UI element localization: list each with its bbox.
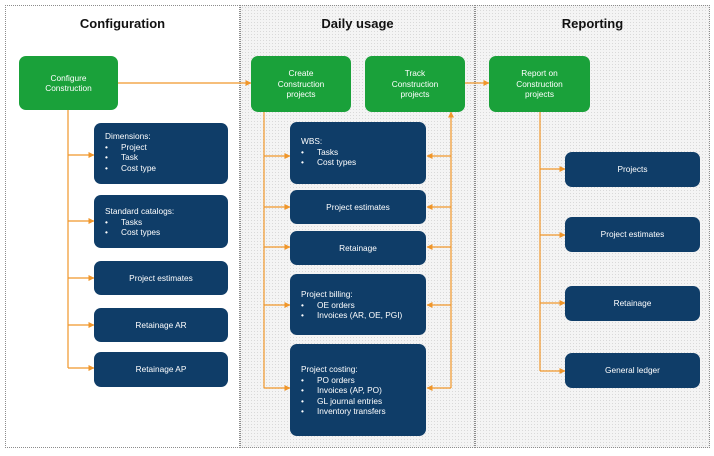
daily-usage-title: Daily usage — [321, 16, 394, 31]
list-item: Invoices (AR, OE, PGI) — [301, 310, 418, 321]
report-general-ledger-box: General ledger — [565, 353, 700, 388]
list-item: PO orders — [301, 375, 418, 386]
create-construction-projects-node: Create Construction projects — [251, 56, 351, 112]
list-item: Task — [105, 152, 220, 163]
config-project-estimates-box: Project estimates — [94, 261, 228, 295]
list-item: Cost types — [301, 157, 418, 168]
daily-project-estimates-box: Project estimates — [290, 190, 426, 224]
list-item: Cost type — [105, 163, 220, 174]
list-item: GL journal entries — [301, 396, 418, 407]
daily-retainage-box: Retainage — [290, 231, 426, 265]
configuration-title: Configuration — [79, 16, 166, 31]
report-project-estimates-box: Project estimates — [565, 217, 700, 252]
list-item: OE orders — [301, 300, 418, 311]
retainage-ap-box: Retainage AP — [94, 352, 228, 387]
list-item: Tasks — [301, 147, 418, 158]
list-item: Tasks — [105, 217, 220, 228]
project-costing-box: Project costing: PO orders Invoices (AP,… — [290, 344, 426, 436]
report-projects-box: Projects — [565, 152, 700, 187]
report-on-construction-projects-node: Report on Construction projects — [489, 56, 590, 112]
retainage-ar-box: Retainage AR — [94, 308, 228, 342]
project-billing-box: Project billing: OE orders Invoices (AR,… — [290, 274, 426, 335]
list-item: Cost types — [105, 227, 220, 238]
standard-catalogs-title: Standard catalogs: — [105, 206, 175, 216]
list-item: Project — [105, 142, 220, 153]
standard-catalogs-box: Standard catalogs: Tasks Cost types — [94, 195, 228, 248]
configure-construction-node: Configure Construction — [19, 56, 118, 110]
report-retainage-box: Retainage — [565, 286, 700, 321]
list-item: Inventory transfers — [301, 406, 418, 417]
wbs-box: WBS: Tasks Cost types — [290, 122, 426, 184]
track-construction-projects-node: Track Construction projects — [365, 56, 465, 112]
reporting-title: Reporting — [561, 16, 624, 31]
list-item: Invoices (AP, PO) — [301, 385, 418, 396]
wbs-title: WBS: — [301, 136, 323, 146]
project-billing-title: Project billing: — [301, 289, 353, 299]
dimensions-title: Dimensions: — [105, 131, 151, 141]
dimensions-box: Dimensions: Project Task Cost type — [94, 123, 228, 184]
configuration-panel: Configuration — [5, 5, 240, 448]
project-costing-title: Project costing: — [301, 364, 358, 374]
